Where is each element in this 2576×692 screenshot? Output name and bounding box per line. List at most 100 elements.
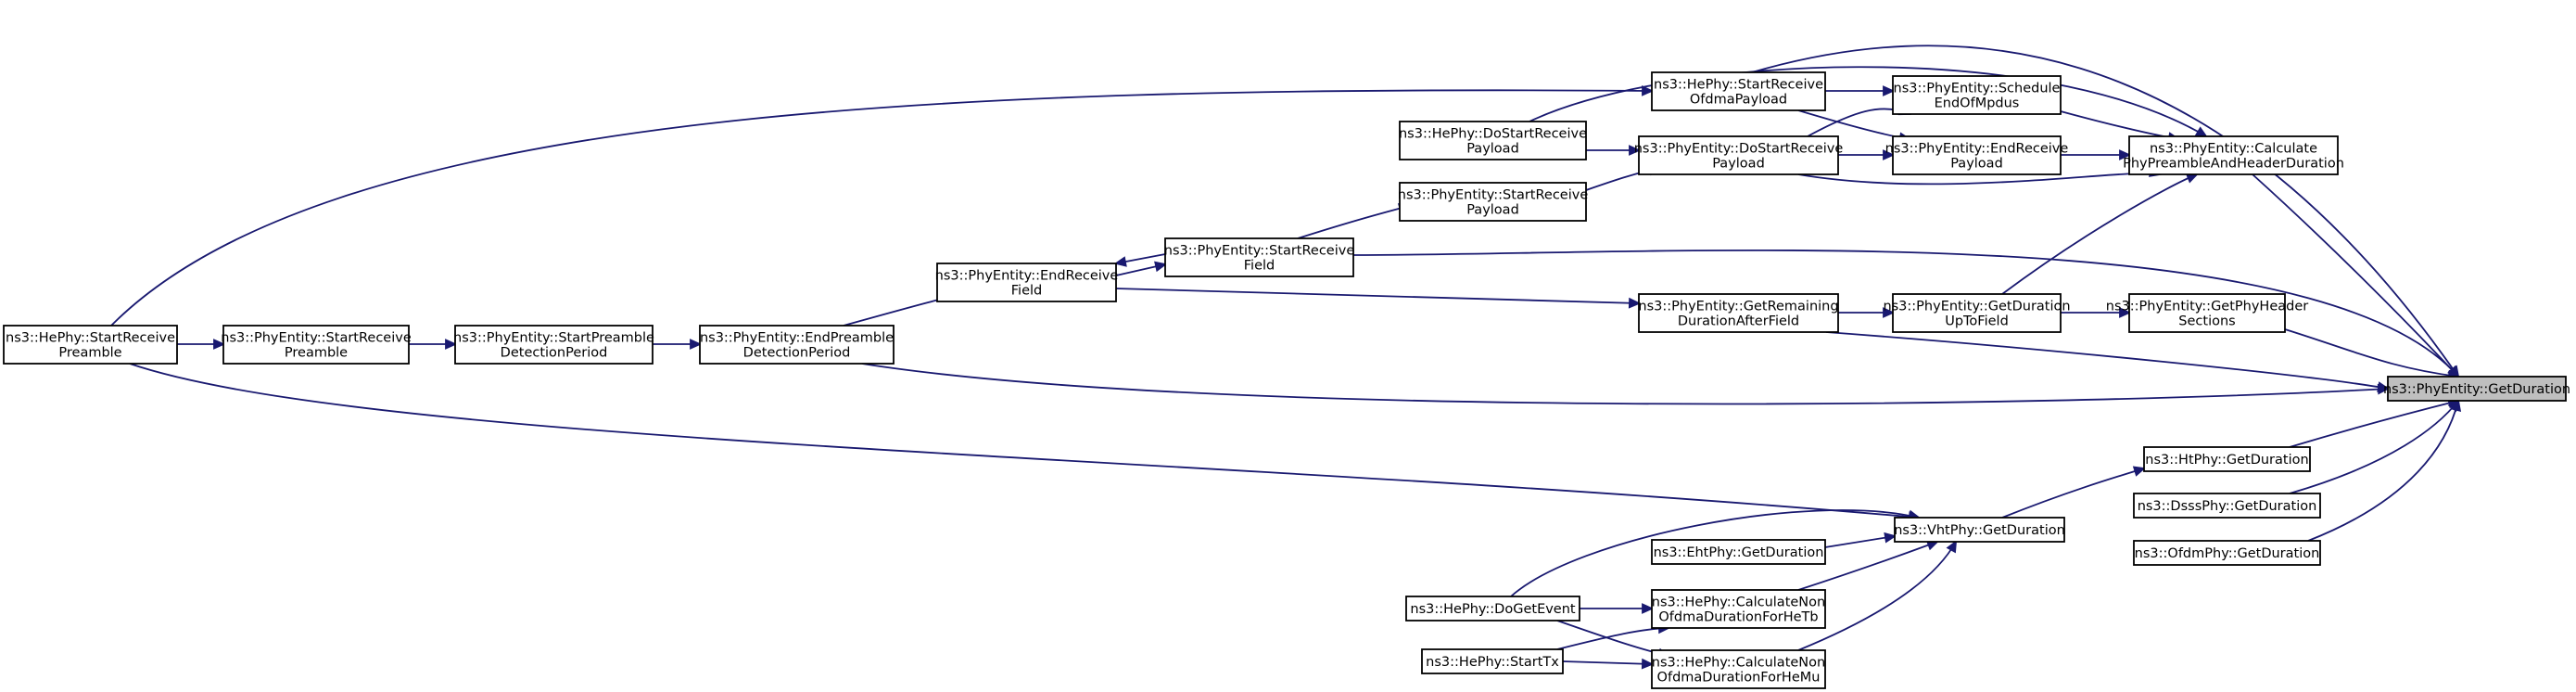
node-box[interactable] xyxy=(1638,135,1839,175)
node-vhtGetDuration[interactable]: ns3::VhtPhy::GetDuration xyxy=(1894,517,2065,543)
edge-line xyxy=(1529,66,2207,137)
node-box[interactable] xyxy=(1405,596,1580,622)
node-label-line: DetectionPeriod xyxy=(501,346,608,361)
node-box[interactable] xyxy=(2128,135,2339,175)
node-label-line: Field xyxy=(1244,259,1275,274)
node-box[interactable] xyxy=(1638,293,1839,333)
edge-ofdmGetDuration-to-getDuration xyxy=(2307,398,2462,542)
node-heStartTx[interactable]: ns3::HePhy::StartTx xyxy=(1421,648,1564,674)
edge-startRecvField-to-getDuration xyxy=(1352,249,2460,378)
node-calcNonOfdmaTb[interactable]: ns3::HePhy::CalculateNonOfdmaDurationFor… xyxy=(1651,589,1826,629)
node-label-line: ns3::PhyEntity::Schedule xyxy=(1894,82,2061,96)
node-box[interactable] xyxy=(2387,376,2567,402)
node-dsssGetDuration[interactable]: ns3::DsssPhy::GetDuration xyxy=(2133,493,2321,519)
edge-doStartRecvPayload-to-endRecvPayload xyxy=(1838,149,1896,160)
node-label-line: ns3::HePhy::StartTx xyxy=(1426,655,1559,670)
edge-endRecvField-to-remainingDur xyxy=(1115,288,1642,309)
arrow-head-icon xyxy=(1883,307,1896,318)
node-box[interactable] xyxy=(1894,517,2065,543)
arrow-head-icon xyxy=(1113,256,1127,267)
edge-startRecvPreamble-to-startPreambleDet xyxy=(409,339,458,350)
arrow-head-icon xyxy=(1883,149,1896,160)
node-box[interactable] xyxy=(222,325,410,365)
node-endPreambleDet[interactable]: ns3::PhyEntity::EndPreambleDetectionPeri… xyxy=(699,325,895,365)
arrow-head-icon xyxy=(2119,307,2132,318)
node-box[interactable] xyxy=(1651,649,1826,689)
edge-line xyxy=(1510,509,1920,597)
node-box[interactable] xyxy=(1399,182,1587,222)
edge-endPreambleDet-to-getDuration xyxy=(861,363,2391,405)
edge-line xyxy=(2289,400,2459,494)
arrow-head-icon xyxy=(445,339,458,350)
node-box[interactable] xyxy=(2133,493,2321,519)
edge-heStartTx-to-calcNonOfdmaMu xyxy=(1562,658,1655,670)
node-calcPreamble[interactable]: ns3::PhyEntity::CalculatePhyPreambleAndH… xyxy=(2123,135,2344,175)
node-remainingDur[interactable]: ns3::PhyEntity::GetRemainingDurationAfte… xyxy=(1638,293,1839,333)
node-getDuration[interactable]: ns3::PhyEntity::GetDuration xyxy=(2383,376,2570,402)
node-box[interactable] xyxy=(2128,293,2286,333)
node-box[interactable] xyxy=(2133,540,2321,566)
node-label-line: ns3::HtPhy::GetDuration xyxy=(2145,453,2308,468)
node-label-line: PhyPreambleAndHeaderDuration xyxy=(2123,157,2344,172)
arrow-head-icon xyxy=(2450,398,2462,413)
node-label-line: ns3::PhyEntity::EndPreamble xyxy=(700,331,894,346)
edge-vhtGetDuration-to-htGetDuration xyxy=(2001,466,2147,519)
node-box[interactable] xyxy=(1892,293,2062,333)
node-box[interactable] xyxy=(1651,71,1826,111)
node-htGetDuration[interactable]: ns3::HtPhy::GetDuration xyxy=(2143,446,2311,472)
node-label-line: DurationAfterField xyxy=(1678,314,1799,329)
arrow-head-icon xyxy=(1154,261,1168,273)
arrow-head-icon xyxy=(2194,126,2208,138)
arrow-head-icon xyxy=(1946,540,1958,554)
edge-line xyxy=(2284,328,2459,378)
edge-line xyxy=(1352,249,2459,378)
node-box[interactable] xyxy=(3,325,178,365)
edge-dsssGetDuration-to-getDuration xyxy=(2289,399,2460,494)
node-box[interactable] xyxy=(1421,648,1564,674)
node-label-line: ns3::PhyEntity::GetDuration xyxy=(1883,300,2070,314)
edge-durUpToField-to-calcPreamble xyxy=(2001,173,2200,295)
edge-line xyxy=(2060,110,2179,140)
node-label-line: ns3::PhyEntity::GetDuration xyxy=(2383,382,2570,397)
edge-heStartRecvPreamble-to-vhtGetDuration xyxy=(129,363,1922,522)
node-box[interactable] xyxy=(1892,75,2062,115)
node-label-line: EndOfMpdus xyxy=(1935,96,2020,111)
node-heDoGetEvent[interactable]: ns3::HePhy::DoGetEvent xyxy=(1405,596,1580,622)
node-startPreambleDet[interactable]: ns3::PhyEntity::StartPreambleDetectionPe… xyxy=(453,325,654,365)
edge-endRecvPayload-to-calcPreamble xyxy=(2061,149,2132,160)
edge-calcPreamble-to-getDuration xyxy=(2252,173,2460,378)
node-box[interactable] xyxy=(454,325,654,365)
node-ofdmGetDuration[interactable]: ns3::OfdmPhy::GetDuration xyxy=(2133,540,2321,566)
edge-endRecvField-to-startRecvField xyxy=(1115,261,1168,276)
node-calcNonOfdmaMu[interactable]: ns3::HePhy::CalculateNonOfdmaDurationFor… xyxy=(1651,649,1826,689)
node-label-line: Payload xyxy=(1466,203,1519,218)
node-ehtGetDuration[interactable]: ns3::EhtPhy::GetDuration xyxy=(1651,539,1826,565)
edge-heDoGetEvent-to-calcNonOfdmaTb xyxy=(1580,603,1655,614)
node-box[interactable] xyxy=(936,263,1117,302)
node-box[interactable] xyxy=(1399,121,1587,160)
edge-line xyxy=(1824,535,1896,548)
node-label-line: ns3::PhyEntity::GetRemaining xyxy=(1638,300,1838,314)
edge-ehtGetDuration-to-vhtGetDuration xyxy=(1824,532,1897,548)
edge-line xyxy=(129,363,1920,519)
node-label-line: UpToField xyxy=(1945,314,2009,329)
node-box[interactable] xyxy=(1892,135,2062,175)
node-box[interactable] xyxy=(2143,446,2311,472)
node-box[interactable] xyxy=(699,325,895,365)
node-box[interactable] xyxy=(1164,237,1354,277)
node-box[interactable] xyxy=(1651,589,1826,629)
edge-line xyxy=(1297,205,1410,239)
node-box[interactable] xyxy=(1651,539,1826,565)
